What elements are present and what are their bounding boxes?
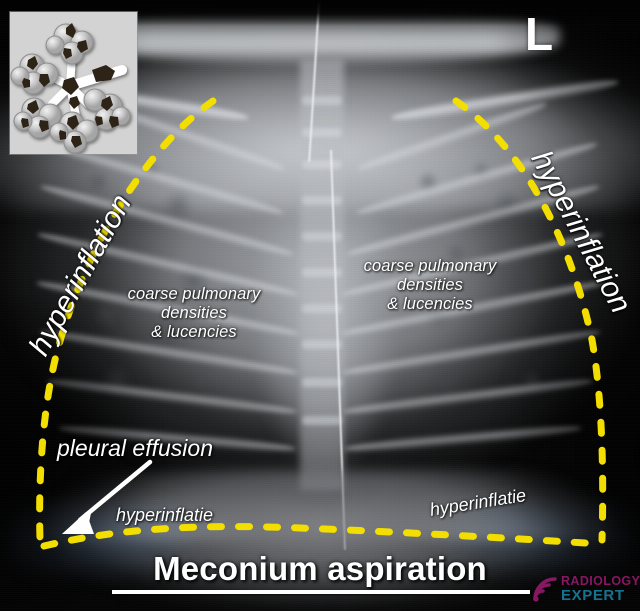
radiology-expert-watermark: RADIOLOGY EXPERT xyxy=(531,573,640,606)
image-vignette xyxy=(470,280,640,611)
title-underline xyxy=(112,590,530,594)
vertebral-body xyxy=(302,304,342,313)
vertebral-body xyxy=(302,196,342,205)
vertebral-body xyxy=(302,268,342,277)
label-coarse-densities-right: coarse pulmonary densities & lucencies xyxy=(340,257,520,314)
hyperinflation-outline-left xyxy=(36,97,217,544)
vertebral-body xyxy=(302,378,342,387)
vertebral-body xyxy=(302,128,342,137)
alveoli-diagram-inset xyxy=(10,12,137,154)
watermark-line-2: EXPERT xyxy=(561,587,625,604)
label-pleural-effusion: pleural effusion xyxy=(57,435,213,461)
coarse-line: densities xyxy=(160,304,228,323)
signal-waves-icon xyxy=(533,577,557,602)
label-coarse-densities-left: coarse pulmonary densities & lucencies xyxy=(104,285,284,342)
vertebral-body xyxy=(302,96,342,105)
coarse-line: coarse pulmonary xyxy=(127,285,261,303)
pleural-effusion-arrow xyxy=(62,459,153,534)
meconium-plugs xyxy=(21,23,119,148)
laterality-marker-l: L xyxy=(525,8,554,60)
alveoli-diagram-svg xyxy=(10,12,137,154)
vertebral-body xyxy=(302,160,342,169)
image-vignette xyxy=(0,300,180,611)
vertebral-body xyxy=(302,232,342,241)
coarse-line: & lucencies xyxy=(151,323,237,342)
watermark-line-1: RADIOLOGY xyxy=(561,574,640,588)
figure-title: Meconium aspiration xyxy=(153,550,487,587)
flattened-diaphragm-outline xyxy=(40,523,604,550)
vertebral-body xyxy=(302,416,342,425)
hyperinflation-outline-right xyxy=(452,97,607,544)
coarse-line: & lucencies xyxy=(387,295,473,314)
vertebral-body xyxy=(302,340,342,349)
image-vignette xyxy=(0,560,640,611)
coarse-line: densities xyxy=(396,276,464,295)
coarse-line: coarse pulmonary xyxy=(363,257,497,275)
label-hyperinflatie-left: hyperinflatie xyxy=(116,505,214,525)
